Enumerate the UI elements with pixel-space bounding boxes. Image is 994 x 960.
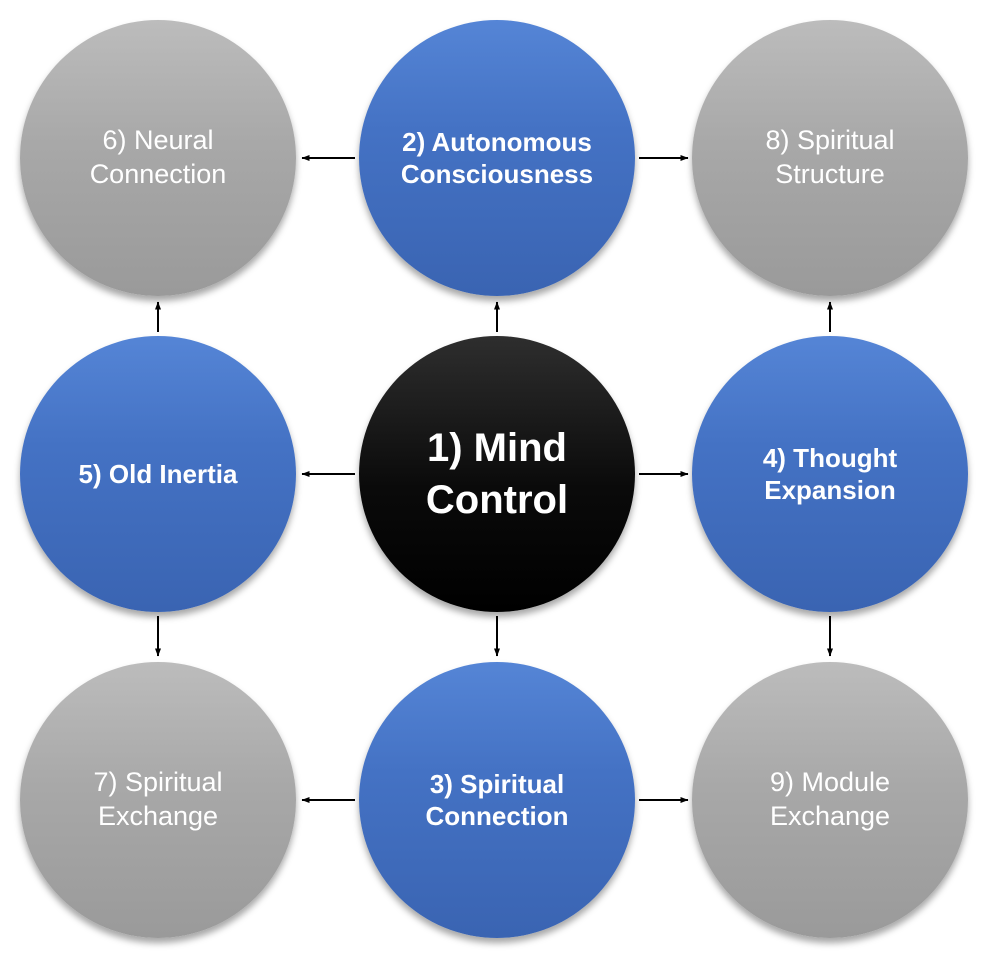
node-old-inertia: 5) Old Inertia <box>20 336 296 612</box>
node-label: 5) Old Inertia <box>78 458 238 489</box>
node-spiritual-connection: 3) Spiritual Connection <box>359 662 635 938</box>
node-label: 2) Autonomous Consciousness <box>400 126 594 190</box>
node-mind-control: 1) Mind Control <box>359 336 635 612</box>
node-label: 1) Mind Control <box>425 426 569 522</box>
node-label: 6) Neural Connection <box>89 125 227 189</box>
node-label: 4) Thought Expansion <box>762 442 898 506</box>
node-module-exchange: 9) Module Exchange <box>692 662 968 938</box>
node-autonomous-consciousness: 2) Autonomous Consciousness <box>359 20 635 296</box>
node-label: 7) Spiritual Exchange <box>93 767 223 831</box>
node-thought-expansion: 4) Thought Expansion <box>692 336 968 612</box>
node-label: 9) Module Exchange <box>769 767 891 831</box>
node-spiritual-structure: 8) Spiritual Structure <box>692 20 968 296</box>
node-label: 3) Spiritual Connection <box>425 768 569 832</box>
node-label: 8) Spiritual Structure <box>765 125 895 189</box>
node-spiritual-exchange: 7) Spiritual Exchange <box>20 662 296 938</box>
node-neural-connection: 6) Neural Connection <box>20 20 296 296</box>
